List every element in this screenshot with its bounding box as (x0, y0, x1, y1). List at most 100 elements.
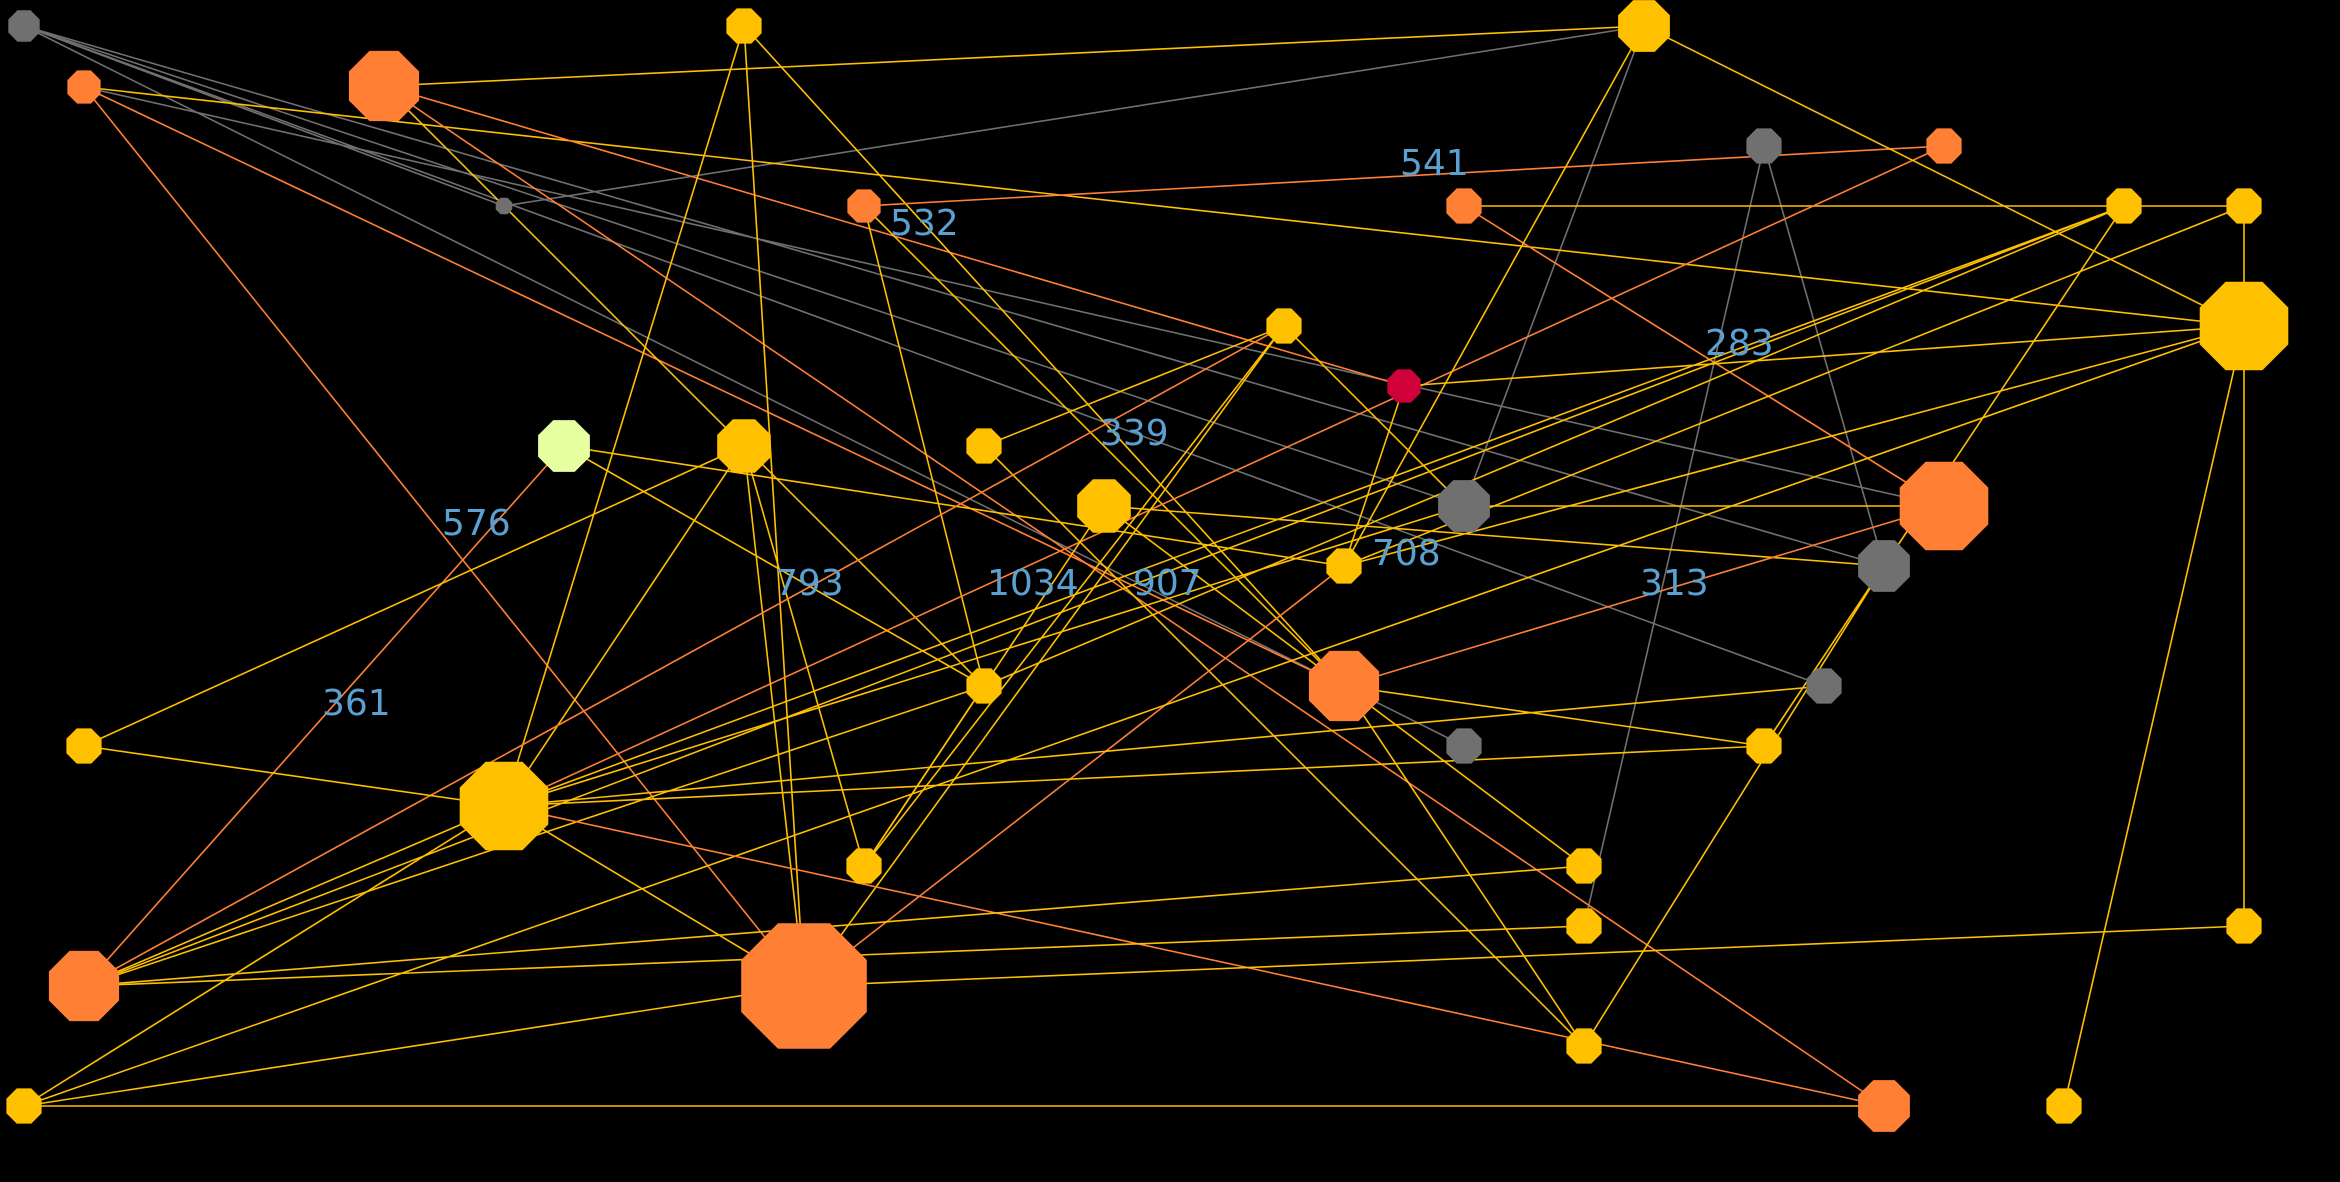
edge-n14-n31 (83, 325, 1285, 987)
graph-node-n14[interactable] (1266, 308, 1302, 344)
graph-node-n15[interactable] (1387, 369, 1421, 403)
graph-node-n31[interactable] (48, 950, 120, 1022)
graph-node-n0[interactable] (8, 10, 40, 42)
node-label-n13: 339 (1100, 413, 1169, 454)
edge-n14-n32 (803, 325, 1285, 987)
edge-n7-n16 (1463, 25, 1645, 507)
graph-node-n7[interactable] (1618, 0, 1670, 52)
edge-n7-n27 (1643, 25, 2245, 327)
graph-node-n1[interactable] (67, 70, 101, 104)
graph-node-n39[interactable] (2226, 908, 2262, 944)
edge-n27-n38 (2063, 325, 2245, 1107)
graph-node-n16[interactable] (1438, 480, 1490, 532)
graph-node-n18[interactable] (1326, 548, 1362, 584)
graph-node-n38[interactable] (2046, 1088, 2082, 1124)
edge-n8-n34 (1583, 145, 1765, 927)
edge-n27-n35 (23, 325, 2245, 1107)
edge-n2-n7 (383, 25, 1645, 87)
graph-node-n29[interactable] (459, 761, 549, 851)
edge-n22-n29 (503, 745, 1765, 807)
edge-n32-n35 (23, 985, 805, 1107)
graph-node-n28[interactable] (66, 728, 102, 764)
node-label-n6: 541 (1400, 143, 1469, 184)
node-label-n23: 361 (322, 683, 391, 724)
edge-n9-n29 (503, 145, 1945, 807)
edge-n19-n36 (1343, 685, 1585, 1047)
edge-n14-n16 (1283, 325, 1465, 507)
edge-n0-n16 (23, 25, 1465, 507)
edge-n11-n32 (743, 445, 805, 987)
edge-n19-n33 (1343, 685, 1585, 867)
graph-node-n34[interactable] (1566, 908, 1602, 944)
graph-nodes (6, 0, 2289, 1132)
edge-n19-n22 (1343, 685, 1765, 747)
edge-n11-n29 (503, 445, 745, 807)
graph-node-n2[interactable] (348, 50, 420, 122)
graph-node-n20[interactable] (966, 668, 1002, 704)
edge-n17-n19 (1343, 505, 1945, 687)
edge-n15-n18 (1343, 385, 1405, 567)
edge-n1-n17 (83, 86, 1945, 507)
graph-node-n23[interactable] (1858, 540, 1910, 592)
node-label-n19: 793 (775, 563, 844, 604)
node-label-n22: 313 (1640, 563, 1709, 604)
node-label-n21: 907 (1133, 563, 1202, 604)
graph-node-n32[interactable] (741, 923, 867, 1049)
edge-n11-n28 (83, 445, 745, 747)
graph-node-n21[interactable] (1446, 728, 1482, 764)
graph-node-n12[interactable] (966, 428, 1002, 464)
node-label-n10: 576 (442, 503, 511, 544)
edge-n5-n20 (863, 205, 985, 687)
edge-n12-n36 (983, 445, 1585, 1047)
graph-node-n25[interactable] (2106, 188, 2142, 224)
edge-n3-n32 (743, 25, 805, 987)
edge-n10-n31 (83, 445, 565, 987)
node-label-n20: 1034 (987, 563, 1079, 604)
graph-node-n13[interactable] (1077, 479, 1131, 533)
graph-node-n24[interactable] (1806, 668, 1842, 704)
graph-node-n36[interactable] (1566, 1028, 1602, 1064)
edge-n18-n26 (1343, 205, 2245, 567)
graph-node-n27[interactable] (2199, 281, 2289, 371)
graph-node-n11[interactable] (717, 419, 771, 473)
graph-node-n8[interactable] (1746, 128, 1782, 164)
edge-n25-n29 (503, 205, 2125, 807)
node-label-n5: 532 (890, 203, 959, 244)
graph-node-n37[interactable] (1858, 1080, 1910, 1132)
graph-node-n26[interactable] (2226, 188, 2262, 224)
edge-n1-n19 (83, 86, 1345, 687)
edge-n20-n25 (983, 205, 2125, 687)
edge-n0-n24 (23, 25, 1825, 687)
graph-node-n17[interactable] (1899, 461, 1989, 551)
node-label-n9: 283 (1705, 323, 1774, 364)
edge-n24-n29 (503, 685, 1825, 807)
edge-n16-n29 (503, 505, 1465, 807)
edge-n28-n29 (83, 745, 505, 807)
graph-node-n9[interactable] (1926, 128, 1962, 164)
graph-node-n22[interactable] (1746, 728, 1782, 764)
edge-n14-n30 (863, 325, 1285, 867)
graph-node-n30[interactable] (846, 848, 882, 884)
graph-node-n10[interactable] (538, 420, 590, 472)
edge-n11-n30 (743, 445, 865, 867)
edge-n0-n21 (23, 25, 1465, 747)
edge-n4-n7 (503, 25, 1645, 207)
graph-node-n35[interactable] (6, 1088, 42, 1124)
edge-n32-n39 (803, 925, 2245, 987)
graph-node-n6[interactable] (1446, 188, 1482, 224)
edge-n2-n20 (383, 85, 985, 687)
graph-node-n4[interactable] (495, 197, 513, 215)
edge-n35-n29 (23, 805, 505, 1107)
edge-n29-n31 (83, 805, 505, 987)
edge-n5-n19 (863, 205, 1345, 687)
edge-n18-n32 (803, 565, 1345, 987)
graph-node-n5[interactable] (847, 189, 881, 223)
graph-node-n33[interactable] (1566, 848, 1602, 884)
graph-node-n19[interactable] (1308, 650, 1380, 722)
edge-n10-n18 (563, 445, 1345, 567)
edge-n13-n23 (1103, 505, 1885, 567)
graph-node-n3[interactable] (726, 8, 762, 44)
